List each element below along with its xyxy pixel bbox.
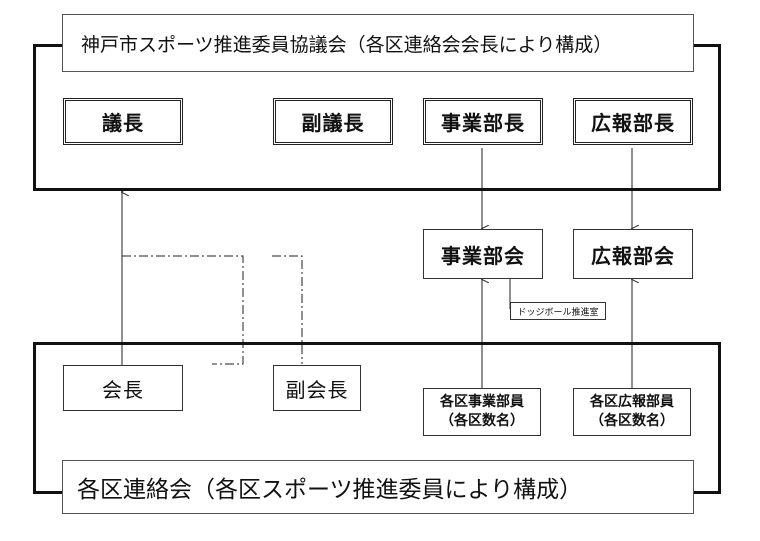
role-koho-head: 広報部長: [573, 98, 693, 145]
ward-chair-label: 会長: [102, 377, 144, 402]
division-jigyo-label: 事業部会: [441, 243, 525, 268]
role-vice-chairperson-label: 副議長: [301, 111, 365, 135]
council-title-text: 神戸市スポーツ推進委員協議会（各区連絡会会長により構成）: [81, 33, 613, 56]
ward-koho-members: 各区広報部員 （各区数名）: [573, 388, 691, 436]
ward-vice-chair: 副会長: [273, 365, 361, 411]
vice-dashdot-line-2: [272, 255, 303, 364]
council-title: 神戸市スポーツ推進委員協議会（各区連絡会会長により構成）: [62, 14, 694, 72]
ward-jigyo-members: 各区事業部員 （各区数名）: [423, 388, 541, 436]
division-koho: 広報部会: [573, 229, 693, 279]
ward-koho-members-line1: 各区広報部員: [590, 394, 674, 410]
role-chairperson-label: 議長: [102, 111, 144, 135]
dodgeball-office: ドッジボール推進室: [510, 302, 606, 320]
ward-title-text: 各区連絡会（各区スポーツ推進委員により構成）: [77, 477, 583, 503]
dodgeball-office-label: ドッジボール推進室: [517, 307, 599, 318]
ward-chair: 会長: [63, 365, 183, 411]
role-jigyo-head-label: 事業部長: [441, 111, 525, 135]
role-jigyo-head: 事業部長: [423, 98, 543, 145]
vice-dashdot-line-1: [122, 255, 244, 365]
ward-title: 各区連絡会（各区スポーツ推進委員により構成）: [62, 460, 694, 514]
role-koho-head-label: 広報部長: [591, 111, 675, 135]
role-chairperson: 議長: [63, 98, 183, 145]
ward-jigyo-members-line1: 各区事業部員: [440, 394, 524, 410]
ward-koho-members-line2: （各区数名）: [590, 413, 674, 429]
ward-jigyo-members-line2: （各区数名）: [440, 413, 524, 429]
division-jigyo: 事業部会: [423, 229, 543, 279]
role-vice-chairperson: 副議長: [273, 98, 393, 145]
ward-vice-chair-label: 副会長: [285, 377, 349, 402]
division-koho-label: 広報部会: [591, 243, 675, 268]
